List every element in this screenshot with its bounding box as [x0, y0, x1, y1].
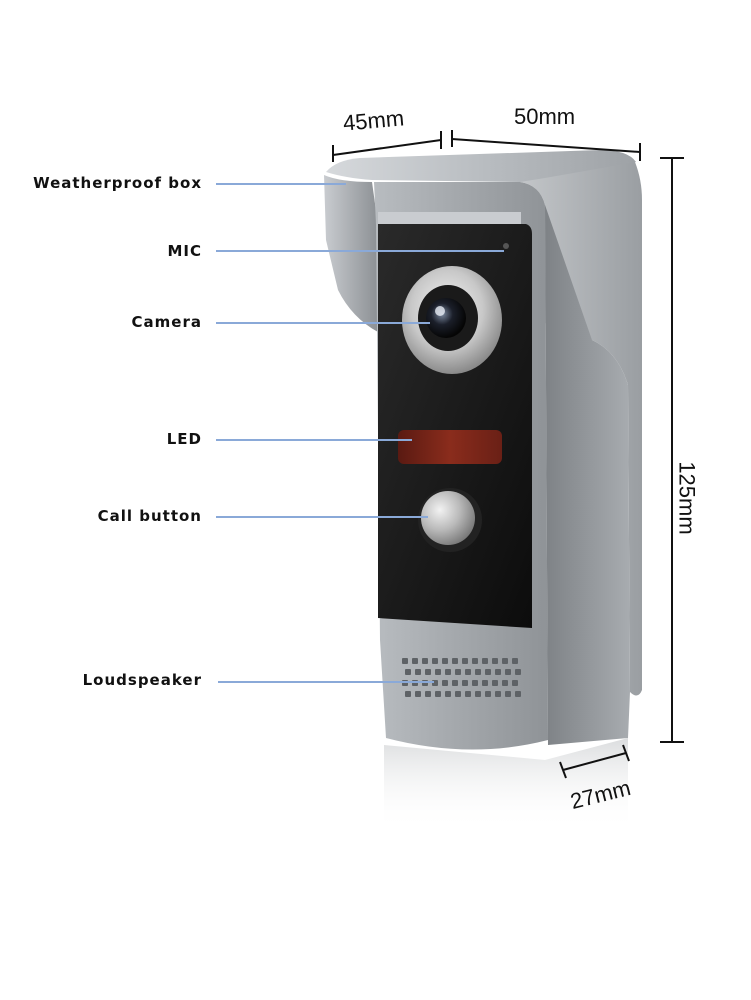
hood-top — [326, 150, 636, 182]
speaker-hole — [442, 658, 448, 664]
speaker-hole — [482, 680, 488, 686]
speaker-hole — [452, 680, 458, 686]
call-button-knob — [418, 488, 482, 552]
speaker-hole — [432, 658, 438, 664]
speaker-hole — [475, 691, 481, 697]
floor-reflection — [384, 738, 628, 830]
dimension-lines — [332, 130, 684, 779]
speaker-hole — [472, 680, 478, 686]
speaker-hole — [455, 691, 461, 697]
speaker-hole — [462, 658, 468, 664]
speaker-hole — [412, 658, 418, 664]
speaker-hole — [402, 658, 408, 664]
speaker-hole — [492, 680, 498, 686]
speaker-hole — [505, 691, 511, 697]
speaker-hole — [492, 658, 498, 664]
leader-call-button — [216, 516, 428, 518]
speaker-hole — [462, 680, 468, 686]
speaker-hole — [495, 669, 501, 675]
speaker-hole — [435, 691, 441, 697]
speaker-hole — [495, 691, 501, 697]
speaker-hole — [485, 669, 491, 675]
speaker-hole — [415, 669, 421, 675]
speaker-hole — [445, 669, 451, 675]
leader-loudspeaker — [218, 681, 434, 683]
speaker-hole — [435, 669, 441, 675]
hood-side-wall — [450, 156, 642, 696]
speaker-hole — [425, 669, 431, 675]
speaker-hole — [465, 669, 471, 675]
speaker-grille — [402, 658, 521, 697]
speaker-hole — [452, 658, 458, 664]
dimension-front-width: 45mm — [341, 105, 406, 136]
speaker-hole — [415, 691, 421, 697]
label-weatherproof-box: Weatherproof box — [33, 174, 202, 192]
speaker-hole — [515, 669, 521, 675]
speaker-hole — [502, 680, 508, 686]
body-side — [545, 205, 630, 745]
speaker-hole — [475, 669, 481, 675]
speaker-hole — [455, 669, 461, 675]
speaker-hole — [425, 691, 431, 697]
speaker-hole — [505, 669, 511, 675]
speaker-hole — [502, 658, 508, 664]
speaker-hole — [445, 691, 451, 697]
dimension-side-width: 50mm — [514, 104, 576, 129]
speaker-hole — [465, 691, 471, 697]
leader-camera — [216, 322, 430, 324]
hood-lip — [378, 212, 521, 224]
leader-weatherproof-box — [216, 183, 346, 185]
speaker-hole — [482, 658, 488, 664]
leader-led — [216, 439, 412, 441]
label-loudspeaker: Loudspeaker — [82, 671, 202, 689]
speaker-hole — [472, 658, 478, 664]
mic-hole — [503, 243, 509, 249]
label-camera: Camera — [131, 313, 202, 331]
camera-module — [402, 266, 502, 374]
leader-mic — [216, 250, 504, 252]
hood-left-wing — [324, 175, 378, 332]
label-led: LED — [166, 430, 202, 448]
speaker-hole — [405, 669, 411, 675]
speaker-hole — [405, 691, 411, 697]
led-window — [398, 430, 502, 464]
speaker-hole — [485, 691, 491, 697]
speaker-hole — [512, 658, 518, 664]
speaker-hole — [422, 658, 428, 664]
speaker-hole — [442, 680, 448, 686]
speaker-hole — [515, 691, 521, 697]
speaker-hole — [512, 680, 518, 686]
dimension-height: 125mm — [674, 461, 700, 535]
label-call-button: Call button — [97, 507, 202, 525]
label-mic: MIC — [167, 242, 202, 260]
